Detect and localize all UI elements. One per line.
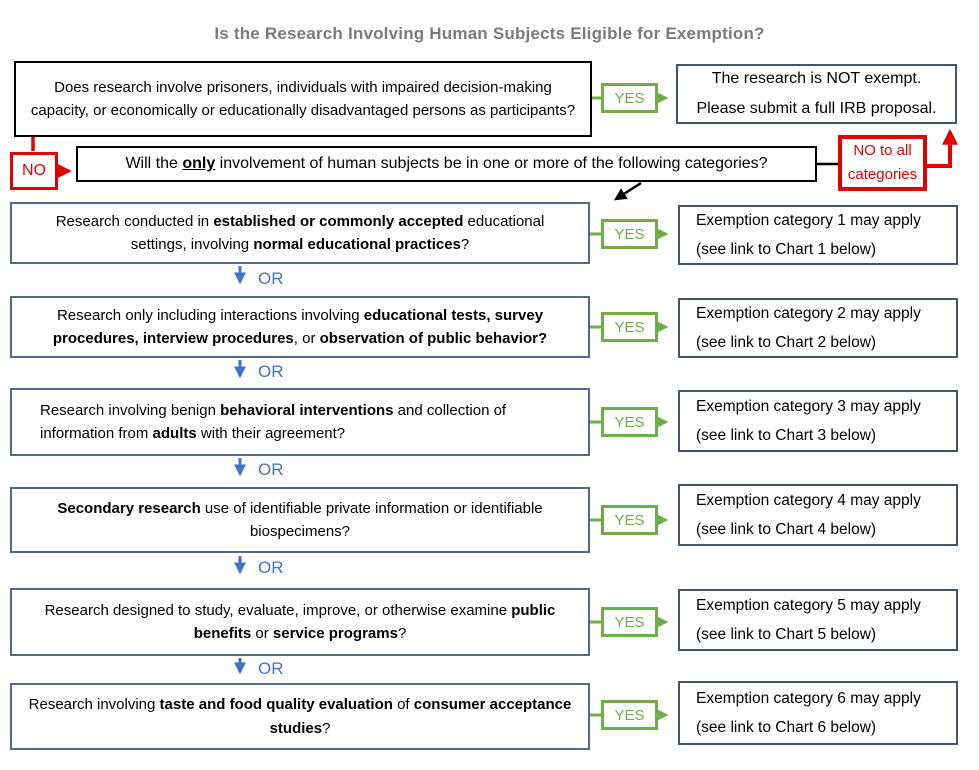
connector-no-to-all-up-arrow: [924, 128, 958, 168]
or-label-2: OR: [258, 362, 284, 381]
or-label-5: OR: [258, 659, 284, 678]
screening-question-box: Does research involve prisoners, individ…: [14, 61, 592, 137]
result-4-line1: Exemption category 4 may apply: [696, 491, 921, 509]
yes-badge-row3: YES: [601, 407, 658, 437]
not-exempt-box: The research is NOT exempt. Please submi…: [676, 64, 957, 124]
category-question-text-1: Research conducted in established or com…: [55, 212, 545, 253]
result-1-line2: (see link to Chart 1 below): [696, 241, 877, 258]
yes-badge-screening: YES: [601, 83, 658, 113]
result-6-line2: (see link to Chart 6 below): [696, 719, 877, 736]
only-involvement-question-box: Will the only involvement of human subje…: [76, 146, 817, 182]
yes-badge-row1: YES: [601, 219, 658, 249]
result-4-line2: (see link to Chart 4 below): [696, 521, 877, 538]
result-box-5: Exemption category 5 may apply (see link…: [678, 589, 958, 651]
category-question-text-2: Research only including interactions inv…: [52, 306, 548, 347]
connector-diagonal-arrow: [613, 181, 642, 201]
not-exempt-line1: The research is NOT exempt.: [711, 69, 922, 87]
result-5-line1: Exemption category 5 may apply: [696, 596, 921, 614]
category-question-box-6: Research involving taste and food qualit…: [10, 683, 590, 750]
page-title: Is the Research Involving Human Subjects…: [214, 24, 765, 43]
result-3-line1: Exemption category 3 may apply: [696, 397, 921, 415]
result-5-line2: (see link to Chart 5 below): [696, 626, 877, 643]
yes-badge-row4: YES: [601, 505, 658, 535]
category-question-box-5: Research designed to study, evaluate, im…: [10, 588, 590, 656]
only-involvement-question-text: Will the only involvement of human subje…: [125, 154, 768, 172]
result-6-line1: Exemption category 6 may apply: [696, 689, 921, 707]
result-box-3: Exemption category 3 may apply (see link…: [678, 390, 958, 452]
yes-badge-row2: YES: [601, 312, 658, 342]
or-label-4: OR: [258, 558, 284, 577]
result-box-6: Exemption category 6 may apply (see link…: [678, 681, 958, 745]
not-exempt-line2: Please submit a full IRB proposal.: [696, 100, 937, 117]
result-3-line2: (see link to Chart 3 below): [696, 427, 877, 444]
or-label-1: OR: [258, 269, 284, 288]
result-box-1: Exemption category 1 may apply (see link…: [678, 205, 958, 265]
category-question-box-2: Research only including interactions inv…: [10, 296, 590, 358]
category-question-box-4: Secondary research use of identifiable p…: [10, 487, 590, 553]
no-badge: NO: [10, 152, 58, 190]
result-box-2: Exemption category 2 may apply (see link…: [678, 298, 958, 358]
category-question-text-4: Secondary research use of identifiable p…: [57, 499, 543, 540]
screening-question-text: Does research involve prisoners, individ…: [30, 78, 576, 119]
category-question-text-6: Research involving taste and food qualit…: [28, 696, 572, 737]
category-question-text-5: Research designed to study, evaluate, im…: [44, 601, 556, 642]
result-1-line1: Exemption category 1 may apply: [696, 211, 921, 229]
yes-badge-row5: YES: [601, 607, 658, 637]
result-box-4: Exemption category 4 may apply (see link…: [678, 484, 958, 546]
no-to-all-categories-badge: NO to all categories: [838, 135, 927, 191]
result-2-line1: Exemption category 2 may apply: [696, 304, 921, 322]
category-question-box-3: Research involving benign behavioral int…: [10, 388, 590, 456]
category-question-text-3: Research involving benign behavioral int…: [40, 401, 507, 442]
category-question-box-1: Research conducted in established or com…: [10, 202, 590, 264]
result-2-line2: (see link to Chart 2 below): [696, 334, 877, 351]
or-label-3: OR: [258, 460, 284, 479]
yes-badge-row6: YES: [601, 700, 658, 730]
